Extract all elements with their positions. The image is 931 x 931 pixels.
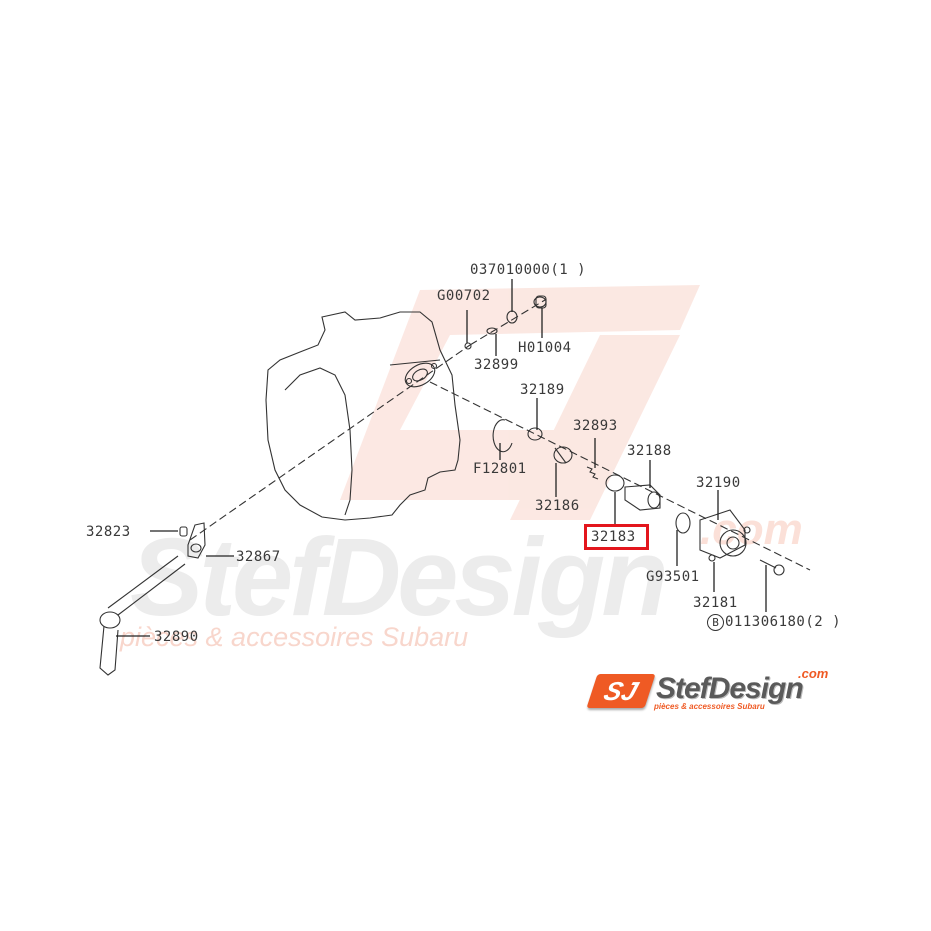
logo-badge-icon: SJ [586, 674, 656, 708]
part-label-32188[interactable]: 32188 [627, 443, 672, 459]
part-label-H01004[interactable]: H01004 [518, 340, 572, 356]
logo-brand: StefDesign [656, 672, 804, 705]
svg-text:StefDesign: StefDesign [130, 516, 665, 639]
transmission-case [265, 311, 461, 521]
logo-tagline: pièces & accessoires Subaru [654, 702, 765, 711]
part-label-32867[interactable]: 32867 [236, 549, 281, 565]
bolt-marker-icon: B [707, 614, 724, 631]
part-label-G00702[interactable]: G00702 [437, 288, 491, 304]
part-label-G93501[interactable]: G93501 [646, 569, 700, 585]
part-label-32186[interactable]: 32186 [535, 498, 580, 514]
part-label-037010000[interactable]: 037010000(1 ) [470, 262, 587, 278]
part-label-32899[interactable]: 32899 [474, 357, 519, 373]
part-label-32893[interactable]: 32893 [573, 418, 618, 434]
stefdesign-logo: SJ StefDesign .com pièces & accessoires … [586, 666, 850, 718]
part-label-32890[interactable]: 32890 [154, 629, 199, 645]
watermark-domain: .com [700, 505, 803, 554]
part-label-32183[interactable]: 32183 [591, 529, 636, 545]
part-label-32823[interactable]: 32823 [86, 524, 131, 540]
part-label-011306180[interactable]: 011306180(2 ) [725, 614, 842, 630]
part-label-32189[interactable]: 32189 [520, 382, 565, 398]
part-label-F12801[interactable]: F12801 [473, 461, 527, 477]
part-label-32181[interactable]: 32181 [693, 595, 738, 611]
watermark-tagline: pièces & accessoires Subaru [120, 622, 469, 652]
highlight-box [584, 524, 649, 550]
part-label-32190[interactable]: 32190 [696, 475, 741, 491]
logo-domain: .com [798, 666, 829, 681]
